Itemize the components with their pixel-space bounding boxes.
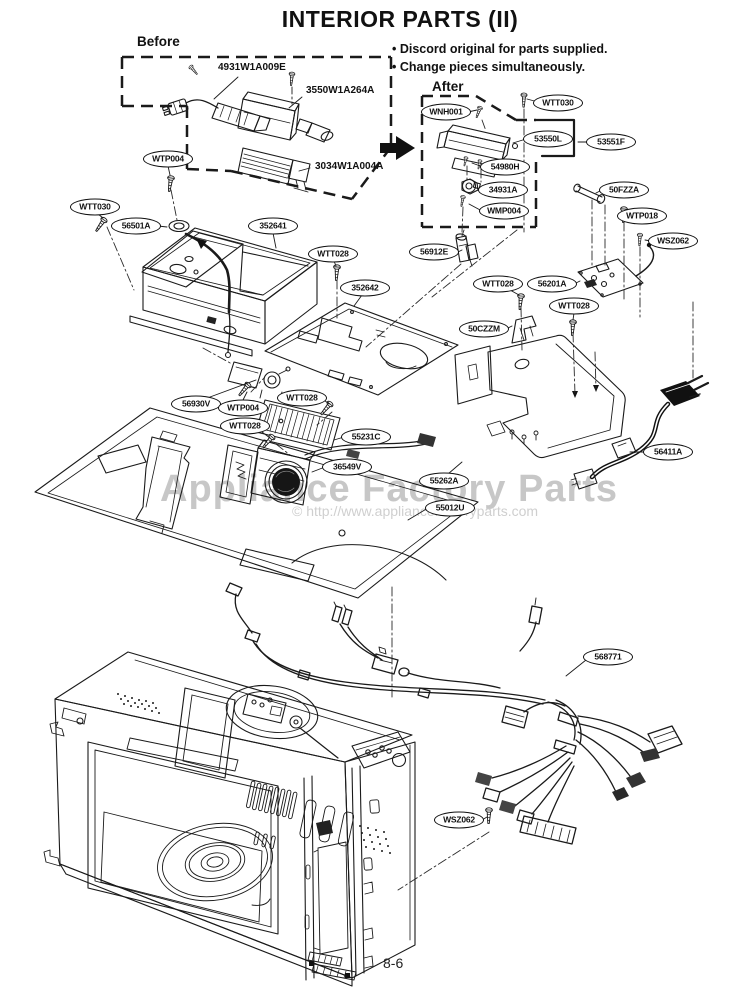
screws [92,174,644,825]
perforation-dots-top [117,693,160,714]
callout-wsz062-b: WSZ062 [434,811,484,829]
watermark-text: Appliance Factory Parts [160,468,619,510]
part-label-3550w1a264a: 3550W1A264A [306,85,375,96]
part-label-3034w1a004a: 3034W1A004A [315,161,384,172]
callout-568771: 568771 [583,648,633,666]
callout-56912e: 56912E [409,243,459,261]
clamp-50czzm [511,315,537,344]
perforation-dots-side [359,825,391,854]
callout-53551f: 53551F [586,133,636,151]
tray-352641 [129,219,318,359]
latch-panel [351,731,411,769]
callout-wtt028-c: WTT028 [549,297,599,315]
before-label: Before [137,34,180,49]
callout-wtt028-b: WTT028 [473,275,523,293]
page-number: 8-6 [383,955,404,971]
grommet-56501a [168,219,190,233]
callout-56411a: 56411A [643,443,693,461]
screw-wnh001 [473,105,484,119]
fuse-56912e [455,233,479,267]
loop-bracket [174,687,236,779]
screw-wmp004 [458,194,466,208]
part-3550w1a264a [237,71,334,143]
duct-channel [135,430,191,534]
centerlines [106,108,694,891]
callout-wtp004: WTP004 [143,150,193,168]
callout-wtt028-e: WTT028 [277,389,327,407]
callout-wmp004: WMP004 [479,202,529,220]
watermark-url: © http://www.appliancefactoryparts.com [292,503,539,519]
callout-50czzm: 50CZZM [459,320,509,338]
callout-56201a: 56201A [527,275,577,293]
pin-50fzza [573,183,606,204]
screw-54980h-1 [461,155,469,167]
callout-55012u: 55012U [425,499,475,517]
bracket-53551f [534,118,576,158]
callout-56501a: 56501A [111,217,161,235]
instruction-notes: • Discord original for parts supplied. •… [392,40,608,76]
callout-56930v: 56930V [171,395,221,413]
page-title: INTERIOR PARTS (II) [281,6,519,32]
callout-wtt030: WTT030 [70,198,120,216]
callout-53550l: 53550L [523,130,573,148]
part-4931w1a009e [161,63,271,132]
note-line-2: • Change pieces simultaneously. [392,60,586,74]
pcb-56201a [577,242,655,298]
cavity-assembly [43,651,416,987]
base-plate-55012u [34,407,479,599]
callout-34931a: 34931A [478,181,528,199]
callout-352641: 352641 [248,217,298,235]
callout-wsz062-a: WSZ062 [648,232,698,250]
callout-wtp018: WTP018 [617,207,667,225]
callout-wtt028-d: WTT028 [220,417,270,435]
callout-wtp004-b: WTP004 [218,399,268,417]
before-to-after-arrow [380,136,415,160]
part-label-4931w1a009e: 4931W1A009E [218,62,286,73]
power-cord-56411a [570,374,710,490]
callout-wtt030-b: WTT030 [533,94,583,112]
callout-50fzza: 50FZZA [599,181,649,199]
callout-36549v: 36549V [322,458,372,476]
callout-54980h: 54980H [480,158,530,176]
bracket-55262a [454,334,626,459]
callout-55231c: 55231C [341,428,391,446]
after-label: After [432,79,464,94]
callout-352642: 352642 [340,279,390,297]
before-box-group [120,55,415,201]
callout-wtt028-a: WTT028 [308,245,358,263]
note-line-1: • Discord original for parts supplied. [392,42,608,56]
callout-55262a: 55262A [419,472,469,490]
harness-568771 [225,582,683,845]
screw-wtt030-after [520,92,528,108]
part-3034w1a004a [237,147,311,193]
callout-wnh001: WNH001 [421,103,471,121]
plate-352642 [264,302,459,396]
